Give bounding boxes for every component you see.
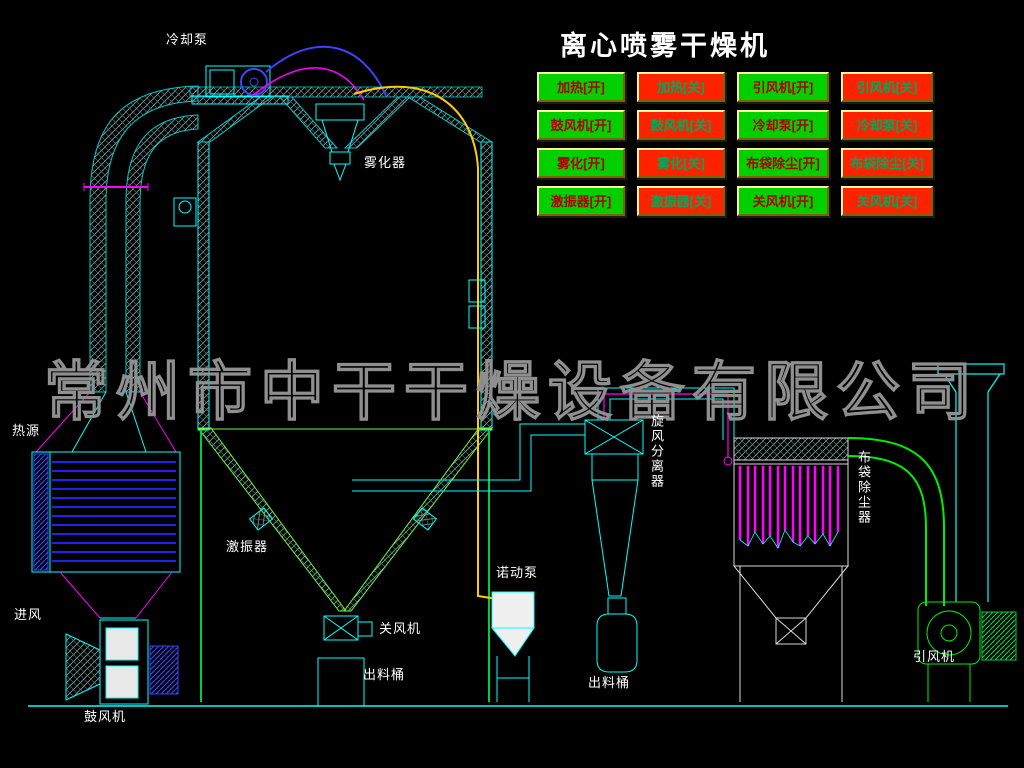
rotary-valve-unit bbox=[317, 615, 373, 707]
page-title: 离心喷雾干燥机 bbox=[560, 31, 770, 61]
cyclone-unit bbox=[584, 419, 644, 673]
vibrator-label: 激振器 bbox=[226, 539, 269, 554]
induced-fan-unit bbox=[917, 363, 1017, 702]
feed-pump-unit bbox=[490, 591, 535, 702]
discharge-bucket-left-label: 出料桶 bbox=[363, 667, 406, 682]
feed-pump-label: 诺动泵 bbox=[496, 565, 539, 580]
bagfilter-fan-duct bbox=[847, 437, 945, 606]
bag-filter-label: 布袋除尘器 bbox=[855, 450, 871, 525]
tower-cyclone-duct bbox=[352, 423, 585, 492]
atomizer-on-button[interactable]: 雾化[开] bbox=[537, 148, 625, 178]
atomizer-unit bbox=[315, 103, 365, 182]
cyclone-bagfilter-duct bbox=[597, 387, 735, 466]
vibrator-off-button[interactable]: 激振器[关] bbox=[637, 186, 725, 216]
vibrator-on-button[interactable]: 激振器[开] bbox=[537, 186, 625, 216]
heat-off-button[interactable]: 加热[关] bbox=[637, 72, 725, 102]
blower-label: 鼓风机 bbox=[84, 709, 127, 724]
heater bbox=[31, 451, 181, 619]
feed-pipes bbox=[251, 45, 505, 601]
hot-air-ducts bbox=[35, 85, 199, 453]
bag-filter-off-button[interactable]: 布袋除尘[关] bbox=[841, 148, 933, 178]
cooling-pump-off-button[interactable]: 冷却泵[关] bbox=[841, 110, 933, 140]
rotary-valve-off-button[interactable]: 关风机[关] bbox=[841, 186, 933, 216]
bag-filter-unit bbox=[732, 437, 850, 702]
cooling-pump-unit bbox=[191, 65, 289, 105]
air-inlet-label: 进风 bbox=[14, 607, 43, 622]
control-button-grid: 加热[开] 加热[关] 引风机[开] 引风机[关] 鼓风机[开] 鼓风机[关] … bbox=[537, 72, 933, 216]
atomizer-off-button[interactable]: 雾化[关] bbox=[637, 148, 725, 178]
cooling-pump-label: 冷却泵 bbox=[166, 32, 209, 47]
blower-unit bbox=[65, 619, 179, 705]
cooling-pump-on-button[interactable]: 冷却泵[开] bbox=[737, 110, 829, 140]
cyclone-label: 旋风分离器 bbox=[648, 414, 664, 489]
bag-filter-on-button[interactable]: 布袋除尘[开] bbox=[737, 148, 829, 178]
induced-fan-on-button[interactable]: 引风机[开] bbox=[737, 72, 829, 102]
atomizer-label: 雾化器 bbox=[364, 155, 407, 170]
heat-source-label: 热源 bbox=[12, 423, 41, 438]
blower-off-button[interactable]: 鼓风机[关] bbox=[637, 110, 725, 140]
heat-on-button[interactable]: 加热[开] bbox=[537, 72, 625, 102]
rotary-valve-label: 关风机 bbox=[379, 621, 422, 636]
discharge-bucket-right-label: 出料桶 bbox=[588, 675, 631, 690]
cone-vibrators bbox=[248, 507, 438, 531]
blower-on-button[interactable]: 鼓风机[开] bbox=[537, 110, 625, 140]
induced-fan-label: 引风机 bbox=[913, 649, 956, 664]
induced-fan-off-button[interactable]: 引风机[关] bbox=[841, 72, 933, 102]
watermark-text: 常州市中干干燥设备有限公司 bbox=[44, 356, 980, 428]
rotary-valve-on-button[interactable]: 关风机[开] bbox=[737, 186, 829, 216]
